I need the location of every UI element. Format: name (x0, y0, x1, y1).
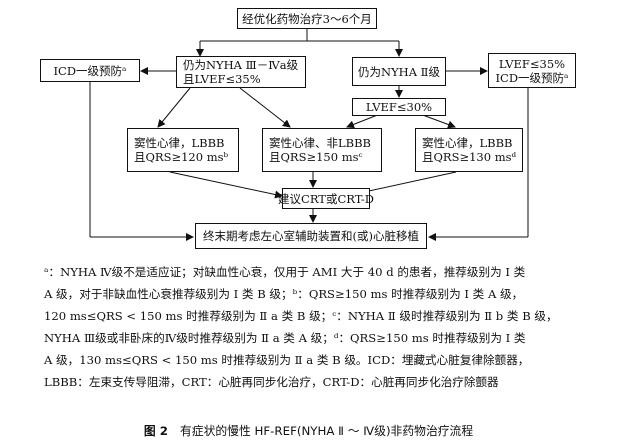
box-sinus-nonlbbb-150: 窦性心律、非LBBB 且QRS≥150 msᶜ (262, 128, 382, 172)
footnote-line: LBBB：左束支传导阻滞，CRT：心脏再同步化治疗，CRT-D：心脏再同步化治疗… (44, 375, 499, 389)
box-crt-recommendation-text: 建议CRT或CRT-D (278, 191, 374, 206)
footnote-line: 120 ms≤QRS < 150 ms 时推荐级别为 Ⅱ a 类 B 级；ᶜ：N… (44, 309, 558, 323)
box-optimized-medication: 经优化药物治疗3～6个月 (237, 8, 377, 29)
box-crt-recommendation: 建议CRT或CRT-D (278, 188, 374, 209)
box-nyha-3-4: 仍为NYHA Ⅲ－Ⅳa级 且LVEF≤35% (176, 56, 306, 88)
arrow-midleft-to-sinus-a (157, 87, 191, 128)
footnote-line: A 级，对于非缺血性心衰推荐级别为 Ⅰ 类 B 级；ᵇ：QRS≥150 ms 时… (44, 287, 524, 301)
figure-caption: 图 2 有症状的慢性 HF-REF(NYHA Ⅱ ～ Ⅳ级)非药物治疗流程 (0, 422, 617, 439)
box-icd-right-line-1: LVEF≤35% (498, 56, 566, 71)
arrow-midleft-to-sinus-b (239, 87, 291, 128)
footnote-line: NYHA Ⅲ级或非卧床的Ⅳ级时推荐级别为 Ⅱ a 类 A 级；ᵈ：QRS≥150… (44, 331, 526, 345)
figure-title: 有症状的慢性 HF-REF(NYHA Ⅱ ～ Ⅳ级)非药物治疗流程 (179, 424, 474, 438)
box-lvef30: LVEF≤30% (352, 98, 446, 116)
figure-label: 图 2 (143, 424, 168, 438)
box-end-stage-text: 终末期考虑左心室辅助装置和(或)心脏移植 (203, 229, 419, 243)
box-lvef30-text: LVEF≤30% (365, 100, 433, 114)
box-icd-right-line-2: ICD一级预防ᵃ (495, 70, 569, 85)
arrow-sinus-a-to-crt (169, 171, 283, 199)
box-sinus-nonlbbb-150-line-1: 窦性心律、非LBBB (269, 136, 371, 150)
box-icd-left-text: ICD一级预防ᵃ (53, 63, 127, 78)
box-sinus-lbbb-130: 窦性心律，LBBB 且QRS≥130 msᵈ (415, 128, 523, 172)
box-icd-right: LVEF≤35% ICD一级预防ᵃ (488, 53, 576, 88)
box-sinus-lbbb-120-line-2: 且QRS≥120 msᵇ (134, 150, 229, 164)
box-sinus-lbbb-130-line-2: 且QRS≥130 msᵈ (422, 150, 517, 164)
box-sinus-lbbb-120-line-1: 窦性心律，LBBB (134, 136, 225, 150)
box-icd-left: ICD一级预防ᵃ (40, 59, 140, 82)
box-end-stage: 终末期考虑左心室辅助装置和(或)心脏移植 (195, 223, 427, 249)
arrow-lvef30-to-sinus-b (346, 113, 381, 129)
arrow-lvef30-to-sinus-c (419, 113, 456, 129)
box-nyha-2-text: 仍为NYHA Ⅱ级 (358, 64, 440, 79)
footnote-line: A 级，130 ms≤QRS < 150 ms 时推荐级别为 Ⅱ a 类 B 级… (44, 353, 530, 367)
footnote-line: ᵃ：NYHA Ⅳ级不是适应证；对缺血性心衰，仅用于 AMI 大于 40 d 的患… (44, 265, 526, 279)
box-nyha-3-4-line-2: 且LVEF≤35% (183, 72, 261, 86)
box-sinus-lbbb-120: 窦性心律，LBBB 且QRS≥120 msᵇ (127, 128, 239, 172)
footnotes: ᵃ：NYHA Ⅳ级不是适应证；对缺血性心衰，仅用于 AMI 大于 40 d 的患… (44, 261, 604, 393)
box-sinus-nonlbbb-150-line-2: 且QRS≥150 msᶜ (269, 150, 363, 164)
box-nyha-3-4-line-1: 仍为NYHA Ⅲ－Ⅳa级 (183, 58, 299, 72)
box-optimized-medication-text: 经优化药物治疗3～6个月 (242, 11, 372, 26)
box-nyha-2: 仍为NYHA Ⅱ级 (352, 57, 446, 86)
box-sinus-lbbb-130-line-1: 窦性心律，LBBB (422, 136, 513, 150)
